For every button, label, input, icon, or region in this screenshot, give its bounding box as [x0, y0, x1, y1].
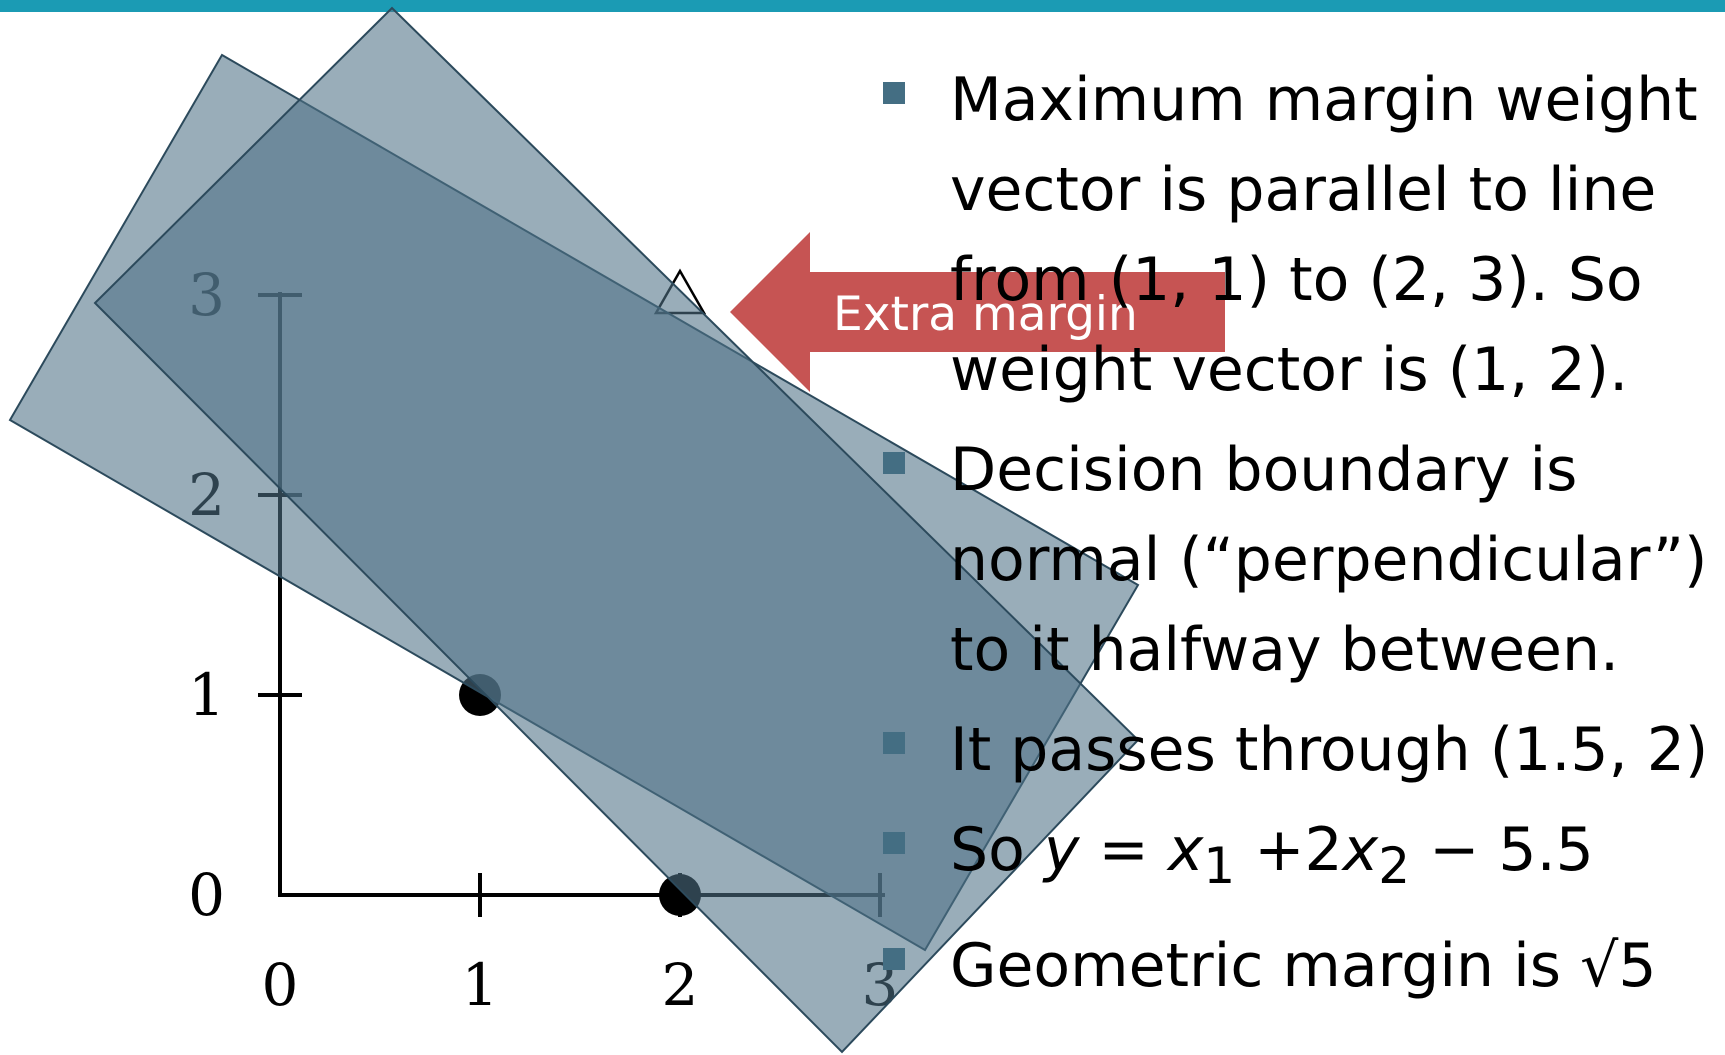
header-rule [0, 0, 1725, 12]
square-bullet-icon [883, 82, 905, 104]
margin-band-front [93, 6, 1140, 1054]
bullet-text: Geometric margin is √5 [950, 931, 1657, 1001]
bullet-item: Decision boundary is normal (“perpendicu… [880, 425, 1725, 695]
x-tick-label: 2 [662, 951, 699, 1019]
extra-margin-callout: Extra margin [730, 232, 1225, 392]
y-tick-label: 1 [188, 661, 225, 729]
square-bullet-icon [883, 452, 905, 474]
callout-label: Extra margin [833, 287, 1138, 342]
bullet-text: Decision boundary is normal (“perpendicu… [950, 435, 1708, 685]
bullet-item: So y = x1 +2x2 − 5.5 [880, 805, 1725, 911]
left-arrow-shape [730, 232, 1225, 392]
x-tick-label: 0 [262, 951, 299, 1019]
bullet-text: It passes through (1.5, 2) [950, 715, 1709, 785]
bullet-text: Maximum margin weight vector is parallel… [950, 65, 1698, 405]
square-bullet-icon [883, 832, 905, 854]
x-tick-label: 1 [462, 951, 499, 1019]
y-tick-label: 0 [188, 861, 225, 929]
square-bullet-icon [883, 948, 905, 970]
bullet-item: Geometric margin is √5 [880, 921, 1725, 1011]
bullet-text: So y = x1 +2x2 − 5.5 [950, 815, 1594, 895]
bullet-list: Maximum margin weight vector is parallel… [880, 55, 1725, 1021]
square-bullet-icon [883, 732, 905, 754]
bullet-item: It passes through (1.5, 2) [880, 705, 1725, 795]
bullet-item: Maximum margin weight vector is parallel… [880, 55, 1725, 415]
